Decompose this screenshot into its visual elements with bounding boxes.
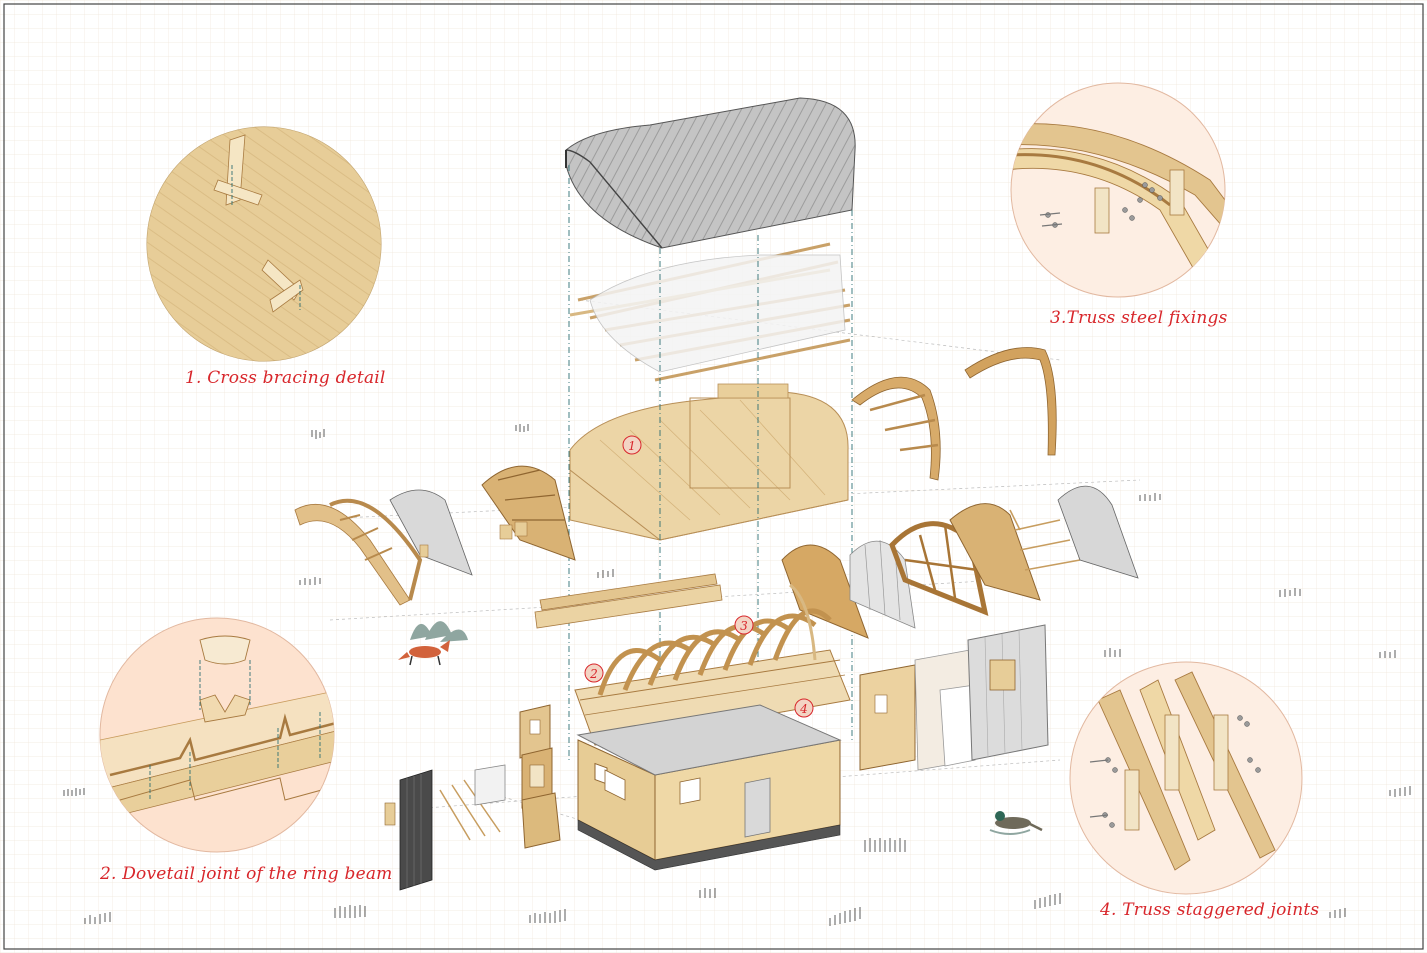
- detail-2-dovetail-joint: [99, 617, 335, 853]
- grass-icon: [410, 621, 468, 642]
- right-wall-panels: [859, 624, 1049, 771]
- grass-tufts: [63, 424, 1411, 926]
- fox-icon: [398, 640, 450, 666]
- right-gable-components: [781, 485, 1139, 639]
- right-upper-trusses: [851, 347, 1057, 481]
- marker-1-label: 1: [628, 439, 636, 453]
- corrugated-roof: [565, 97, 856, 249]
- marker-1: 1: [622, 435, 642, 455]
- detail-4-caption: 4. Truss staggered joints: [1100, 900, 1320, 920]
- detail-4-truss-staggered-joints: [1069, 661, 1303, 895]
- detail-1-caption: 1. Cross bracing detail: [185, 368, 386, 388]
- left-gable-components: [294, 465, 576, 606]
- membrane-layer: [589, 254, 846, 373]
- house-body: [576, 704, 842, 871]
- detail-2-caption: 2. Dovetail joint of the ring beam: [100, 864, 393, 884]
- marker-3: 3: [734, 615, 754, 635]
- left-wall-panels: [384, 704, 561, 891]
- marker-4: 4: [794, 698, 814, 718]
- sheet-border: [3, 3, 1424, 950]
- detail-3-truss-steel-fixings: [1010, 82, 1226, 298]
- detail-1-cross-bracing: [146, 126, 382, 362]
- bird-icon: [989, 811, 1043, 835]
- detail-3-caption: 3.Truss steel fixings: [1050, 308, 1228, 328]
- marker-4-label: 4: [799, 702, 808, 716]
- marker-2-label: 2: [589, 667, 598, 681]
- ring-beam-and-trusses: [534, 573, 851, 746]
- marker-3-label: 3: [740, 619, 748, 633]
- marker-2: 2: [584, 663, 604, 683]
